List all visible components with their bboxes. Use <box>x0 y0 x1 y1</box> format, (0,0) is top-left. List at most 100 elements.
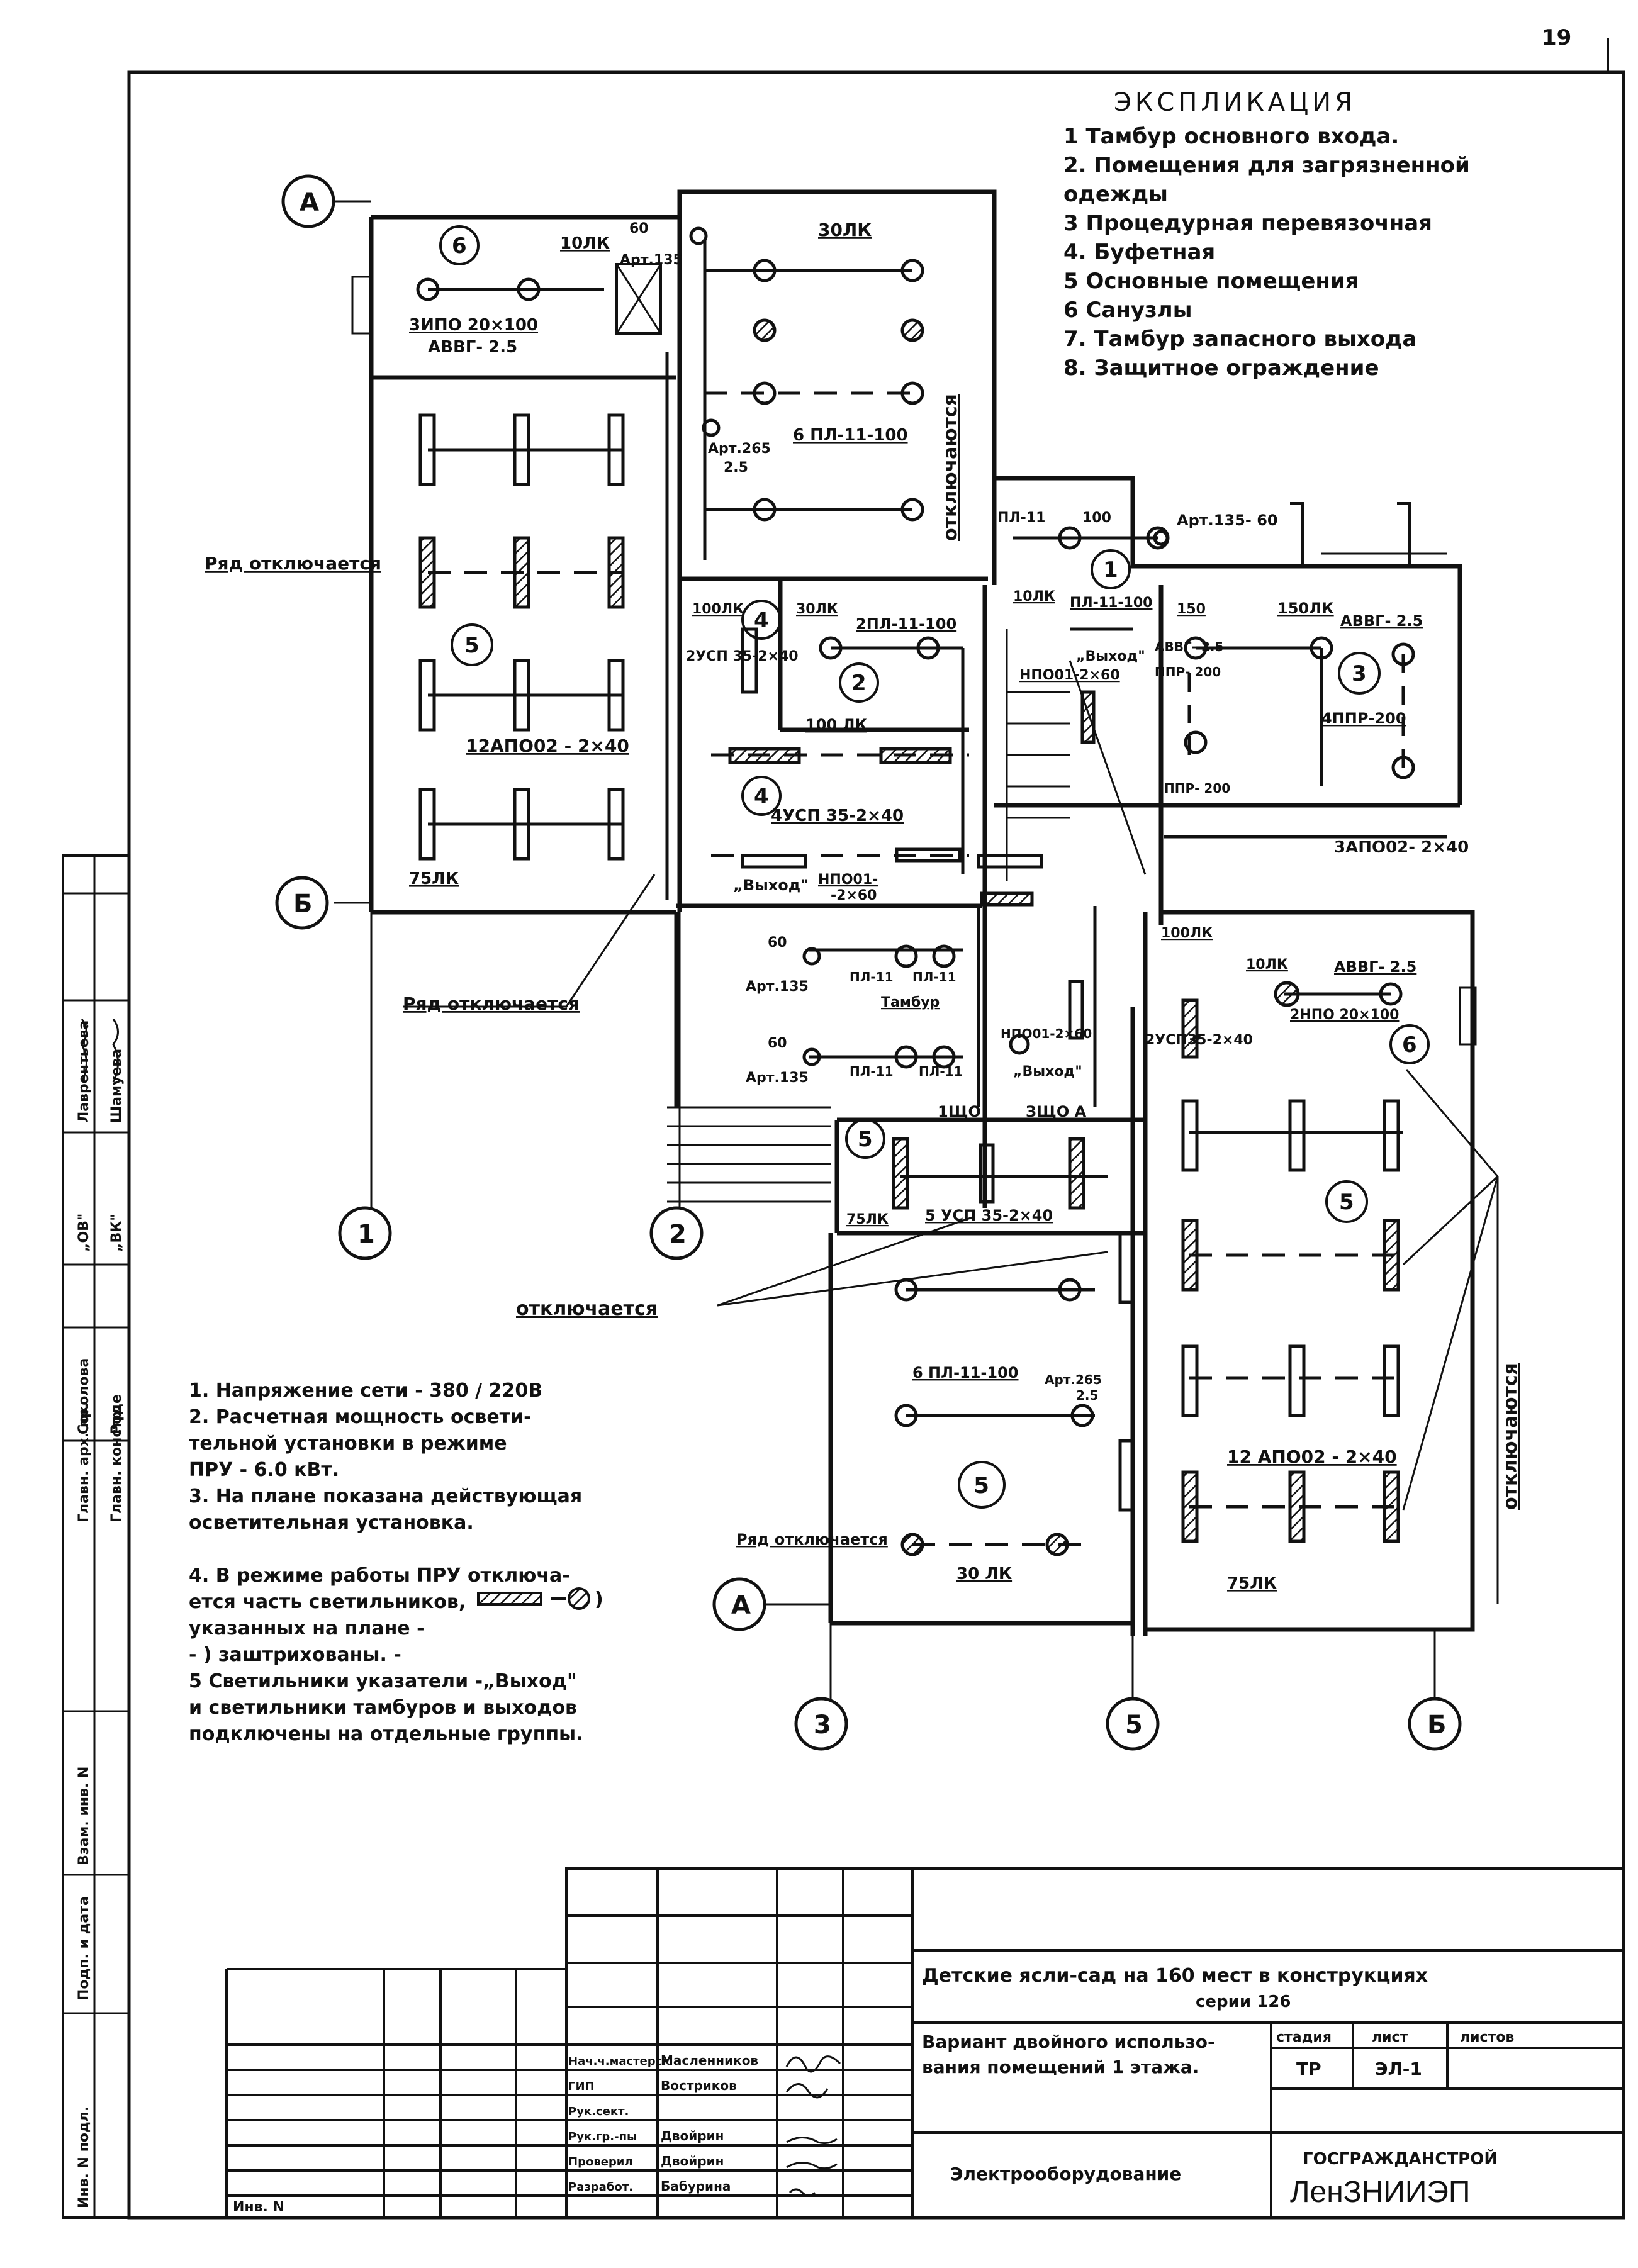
label-pl11-c: ПЛ-11 <box>850 1064 893 1079</box>
room-5-center: 5 <box>858 1127 873 1152</box>
label-avvg-1: АВВГ- 2.5 <box>428 338 517 357</box>
label-otkl: отключается <box>516 1298 658 1320</box>
note-line: тельной установки в режиме <box>189 1433 507 1455</box>
label-row-off-3: Ряд отключается <box>736 1531 888 1548</box>
label-v25-a: 2.5 <box>724 460 748 476</box>
tb-org-1: ГОСГРАЖДАНСТРОЙ <box>1303 2148 1498 2169</box>
label-100lk-a: 100ЛК <box>692 601 744 617</box>
label-art135-a: Арт.135 <box>620 252 683 268</box>
incandescent-fixtures <box>416 226 1415 1427</box>
tb-inv: Инв. N <box>233 2199 284 2215</box>
hatched-fixtures <box>418 536 1400 1543</box>
label-100lk-b: 100 ЛК <box>805 716 867 734</box>
label-row-off-2: Ряд отключается <box>403 993 580 1014</box>
note-line: 2. Расчетная мощность освети- <box>189 1406 532 1428</box>
tb-name-5: Бабурина <box>661 2179 731 2194</box>
note-line: 4. В режиме работы ПРУ отключа- <box>189 1565 570 1587</box>
label-pl11-100-b: ПЛ-11-100 <box>1070 595 1152 611</box>
room-2: 2 <box>851 671 867 696</box>
label-30lk-c: 30 ЛК <box>956 1565 1012 1584</box>
axis-A-bottom: А <box>731 1591 751 1620</box>
legend-item: одежды <box>1063 182 1168 207</box>
tb-project: Детские ясли-сад на 160 мест в конструкц… <box>922 1965 1428 1987</box>
note-line: осветительная установка. <box>189 1512 474 1534</box>
legend-item: 4. Буфетная <box>1063 240 1216 265</box>
label-tambur: Тамбур <box>881 995 940 1010</box>
stamp-cell-arch: Главн. арх. пр. <box>76 1403 92 1522</box>
legend: ЭКСПЛИКАЦИЯ 1 Тамбур основного входа. 2.… <box>1063 88 1470 383</box>
stamp-cell-name4: Шамуева <box>109 1049 125 1123</box>
label-150lk: 150ЛК <box>1277 600 1334 617</box>
tb-role-0: Нач.ч.мастерск <box>568 2055 670 2068</box>
label-10lk-c: 10ЛК <box>1246 957 1288 973</box>
label-75lk-b: 75ЛК <box>846 1212 889 1227</box>
label-60-a: 60 <box>629 221 649 237</box>
label-art135-c: Арт.135 <box>746 1070 809 1086</box>
leader-lines <box>403 874 1499 1604</box>
label-usp-4: 5 УСП 35-2×40 <box>925 1207 1053 1224</box>
label-npo-3: 2НПО 20×100 <box>1290 1007 1399 1023</box>
label-vyhod-2: „Выход" <box>1076 649 1145 664</box>
label-pl11-d: ПЛ-11 <box>919 1064 962 1079</box>
label-npo-1: НПО01- <box>818 872 878 888</box>
note-line: ется часть светильников, <box>189 1591 466 1613</box>
side-stamp: Инв. N подл. Подп. и дата Взам. инв. N Г… <box>62 854 130 2219</box>
plan-labels: 10ЛК 60 Арт.135 30ЛК 3ИПО 20×100 АВВГ- 2… <box>205 220 1522 1593</box>
tb-sheet: ЭЛ-1 <box>1375 2059 1422 2079</box>
note-line: 3. На плане показана действующая <box>189 1485 583 1507</box>
label-pl2: 2ПЛ-11-100 <box>856 615 956 633</box>
label-art265-a: Арт.265 <box>708 441 771 457</box>
room-5-left: 5 <box>464 633 480 658</box>
building-walls <box>351 189 1477 1636</box>
label-60-b: 60 <box>768 935 787 951</box>
axis-6: Б <box>1427 1711 1447 1740</box>
label-ppr-2: 4ППР-200 <box>1321 710 1406 727</box>
room-6-top: 6 <box>452 233 467 259</box>
tb-role-1: ГИП <box>568 2080 595 2093</box>
tb-stage-h: стадия <box>1276 2030 1332 2045</box>
stamp-cell-name3: Лаврентьева <box>76 1020 92 1123</box>
axis-B-left: Б <box>293 890 313 919</box>
stamp-cell-sign: Подп. и дата <box>76 1896 92 2001</box>
note-paren: ) <box>595 1589 603 1611</box>
label-avvg-2: АВВГ- 2.5 <box>1340 612 1423 630</box>
note-line: указанных на плане - <box>189 1617 425 1640</box>
tb-role-4: Проверил <box>568 2155 633 2169</box>
room-3: 3 <box>1352 661 1367 686</box>
legend-item: 8. Защитное ограждение <box>1063 355 1379 381</box>
label-vyhod-1: „Выход" <box>733 876 809 894</box>
label-ppr-3: ППР- 200 <box>1164 781 1230 796</box>
tb-name-3: Двойрин <box>661 2128 724 2143</box>
sheet-number: 19 <box>1542 25 1572 50</box>
title-block-text: Детские ясли-сад на 160 мест в конструкц… <box>233 1965 1514 2215</box>
label-usp-2: 4УСП 35-2×40 <box>771 807 904 825</box>
note-line: 1. Напряжение сети - 380 / 220В <box>189 1380 543 1402</box>
tb-role-2: Рук.сект. <box>568 2105 629 2118</box>
general-notes: 1. Напряжение сети - 380 / 220В 2. Расче… <box>189 1378 583 1748</box>
label-75lk-c: 75ЛК <box>1227 1574 1277 1593</box>
room-markers <box>439 225 1430 1509</box>
label-vyhod-3: „Выход" <box>1013 1064 1082 1080</box>
axis-A-top: А <box>300 188 319 217</box>
legend-item: 6 Санузлы <box>1063 298 1192 323</box>
tb-role-5: Разработ. <box>568 2181 633 2194</box>
label-avvg-3: АВВГ- 2.5 <box>1155 639 1223 654</box>
axis-1: 1 <box>357 1220 375 1249</box>
label-otkl-vert-2: отключаются <box>1500 1363 1522 1510</box>
tb-name-1: Востриков <box>661 2078 737 2093</box>
label-v25-b: 2.5 <box>1076 1388 1098 1403</box>
label-10lk-b: 10ЛК <box>1013 589 1055 605</box>
legend-item: 3 Процедурная перевязочная <box>1063 211 1432 236</box>
note-line: 5 Светильники указатели -„Выход" <box>189 1670 577 1692</box>
room-numbers: 6 5 4 2 1 3 4 5 5 5 6 <box>452 233 1417 1499</box>
signatures <box>81 1019 841 2197</box>
label-usp-3: 2УСП35-2×40 <box>1145 1032 1253 1048</box>
legend-item: 2. Помещения для загрязненной <box>1063 153 1470 178</box>
label-art135-b: Арт.135 <box>746 979 809 995</box>
label-art265-b: Арт.265 <box>1045 1372 1102 1387</box>
stamp-cell-vzam: Взам. инв. N <box>76 1767 92 1865</box>
tb-subject: Электрооборудование <box>950 2164 1181 2184</box>
note-line: подключены на отдельные группы. <box>189 1723 583 1745</box>
label-apo-1: 12АПО02 - 2×40 <box>466 735 629 756</box>
